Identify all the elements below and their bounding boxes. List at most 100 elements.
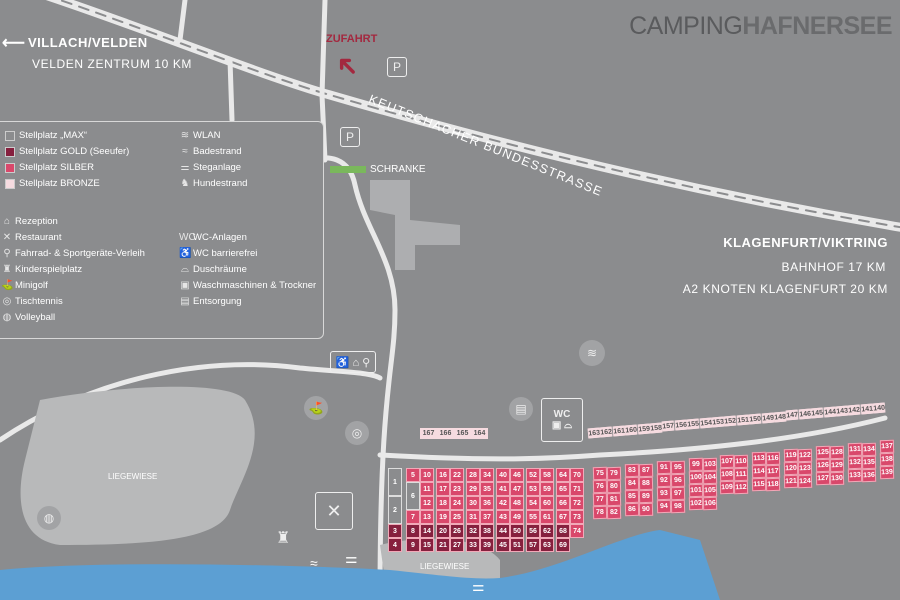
plot-67[interactable]: 67 (556, 510, 570, 524)
plot-122[interactable]: 122 (797, 448, 813, 463)
plot-83[interactable]: 83 (624, 463, 640, 478)
plot-81[interactable]: 81 (606, 492, 622, 507)
plot-22[interactable]: 22 (450, 468, 464, 482)
plot-72[interactable]: 72 (570, 496, 584, 510)
plot-159[interactable]: 159 (637, 423, 651, 435)
plot-39[interactable]: 39 (480, 538, 494, 552)
plot-16[interactable]: 16 (436, 468, 450, 482)
plot-104[interactable]: 104 (702, 470, 718, 485)
plot-111[interactable]: 111 (733, 467, 749, 482)
plot-120[interactable]: 120 (783, 461, 799, 476)
plot-65[interactable]: 65 (556, 482, 570, 496)
plot-96[interactable]: 96 (670, 473, 686, 488)
plot-167[interactable]: 167 (420, 428, 437, 439)
plot-152[interactable]: 152 (724, 415, 738, 427)
plot-41[interactable]: 41 (496, 482, 510, 496)
plot-115[interactable]: 115 (751, 477, 767, 492)
plot-77[interactable]: 77 (592, 492, 608, 507)
plot-146[interactable]: 146 (798, 408, 812, 420)
plot-138[interactable]: 138 (879, 452, 895, 467)
plot-162[interactable]: 162 (600, 426, 614, 438)
plot-30[interactable]: 30 (466, 496, 480, 510)
plot-63[interactable]: 63 (540, 538, 554, 552)
plot-21[interactable]: 21 (436, 538, 450, 552)
plot-105[interactable]: 105 (702, 483, 718, 498)
plot-164[interactable]: 164 (471, 428, 488, 439)
plot-52[interactable]: 52 (526, 468, 540, 482)
plot-68[interactable]: 68 (556, 524, 570, 538)
plot-118[interactable]: 118 (765, 477, 781, 492)
plot-51[interactable]: 51 (510, 538, 524, 552)
plot-71[interactable]: 71 (570, 482, 584, 496)
plot-145[interactable]: 145 (810, 407, 824, 419)
plot-19[interactable]: 19 (436, 510, 450, 524)
plot-46[interactable]: 46 (510, 468, 524, 482)
plot-10[interactable]: 10 (420, 468, 434, 482)
plot-84[interactable]: 84 (624, 476, 640, 491)
plot-28[interactable]: 28 (466, 468, 480, 482)
plot-14[interactable]: 14 (420, 524, 434, 538)
plot-155[interactable]: 155 (686, 418, 700, 430)
plot-36[interactable]: 36 (480, 496, 494, 510)
plot-123[interactable]: 123 (797, 461, 813, 476)
plot-82[interactable]: 82 (606, 505, 622, 520)
plot-49[interactable]: 49 (510, 510, 524, 524)
plot-126[interactable]: 126 (815, 458, 831, 473)
plot-102[interactable]: 102 (688, 496, 704, 511)
plot-89[interactable]: 89 (638, 489, 654, 504)
plot-157[interactable]: 157 (662, 420, 676, 432)
plot-156[interactable]: 156 (674, 419, 688, 431)
plot-113[interactable]: 113 (751, 451, 767, 466)
plot-15[interactable]: 15 (420, 538, 434, 552)
plot-93[interactable]: 93 (656, 486, 672, 501)
plot-150[interactable]: 150 (748, 413, 762, 425)
plot-131[interactable]: 131 (847, 442, 863, 457)
plot-3[interactable]: 3 (388, 524, 402, 538)
plot-60[interactable]: 60 (540, 496, 554, 510)
plot-12[interactable]: 12 (420, 496, 434, 510)
plot-134[interactable]: 134 (861, 442, 877, 457)
plot-20[interactable]: 20 (436, 524, 450, 538)
plot-133[interactable]: 133 (847, 468, 863, 483)
plot-110[interactable]: 110 (733, 454, 749, 469)
plot-38[interactable]: 38 (480, 524, 494, 538)
plot-74[interactable]: 74 (570, 524, 584, 538)
plot-154[interactable]: 154 (699, 417, 713, 429)
plot-61[interactable]: 61 (540, 510, 554, 524)
plot-114[interactable]: 114 (751, 464, 767, 479)
plot-109[interactable]: 109 (719, 480, 735, 495)
plot-161[interactable]: 161 (612, 425, 626, 437)
plot-160[interactable]: 160 (624, 424, 638, 436)
plot-70[interactable]: 70 (570, 468, 584, 482)
plot-53[interactable]: 53 (526, 482, 540, 496)
plot-166[interactable]: 166 (437, 428, 454, 439)
plot-95[interactable]: 95 (670, 460, 686, 475)
plot-117[interactable]: 117 (765, 464, 781, 479)
plot-69[interactable]: 69 (556, 538, 570, 552)
plot-98[interactable]: 98 (670, 499, 686, 514)
plot-130[interactable]: 130 (829, 471, 845, 486)
plot-135[interactable]: 135 (861, 455, 877, 470)
plot-66[interactable]: 66 (556, 496, 570, 510)
plot-40[interactable]: 40 (496, 468, 510, 482)
plot-112[interactable]: 112 (733, 480, 749, 495)
plot-47[interactable]: 47 (510, 482, 524, 496)
plot-37[interactable]: 37 (480, 510, 494, 524)
plot-25[interactable]: 25 (450, 510, 464, 524)
plot-108[interactable]: 108 (719, 467, 735, 482)
plot-4[interactable]: 4 (388, 538, 402, 552)
plot-103[interactable]: 103 (702, 457, 718, 472)
plot-107[interactable]: 107 (719, 454, 735, 469)
plot-55[interactable]: 55 (526, 510, 540, 524)
plot-6[interactable]: 6 (406, 482, 420, 510)
plot-29[interactable]: 29 (466, 482, 480, 496)
plot-32[interactable]: 32 (466, 524, 480, 538)
plot-62[interactable]: 62 (540, 524, 554, 538)
plot-100[interactable]: 100 (688, 470, 704, 485)
plot-88[interactable]: 88 (638, 476, 654, 491)
plot-139[interactable]: 139 (879, 465, 895, 480)
plot-127[interactable]: 127 (815, 471, 831, 486)
plot-73[interactable]: 73 (570, 510, 584, 524)
plot-23[interactable]: 23 (450, 482, 464, 496)
plot-142[interactable]: 142 (848, 404, 862, 416)
